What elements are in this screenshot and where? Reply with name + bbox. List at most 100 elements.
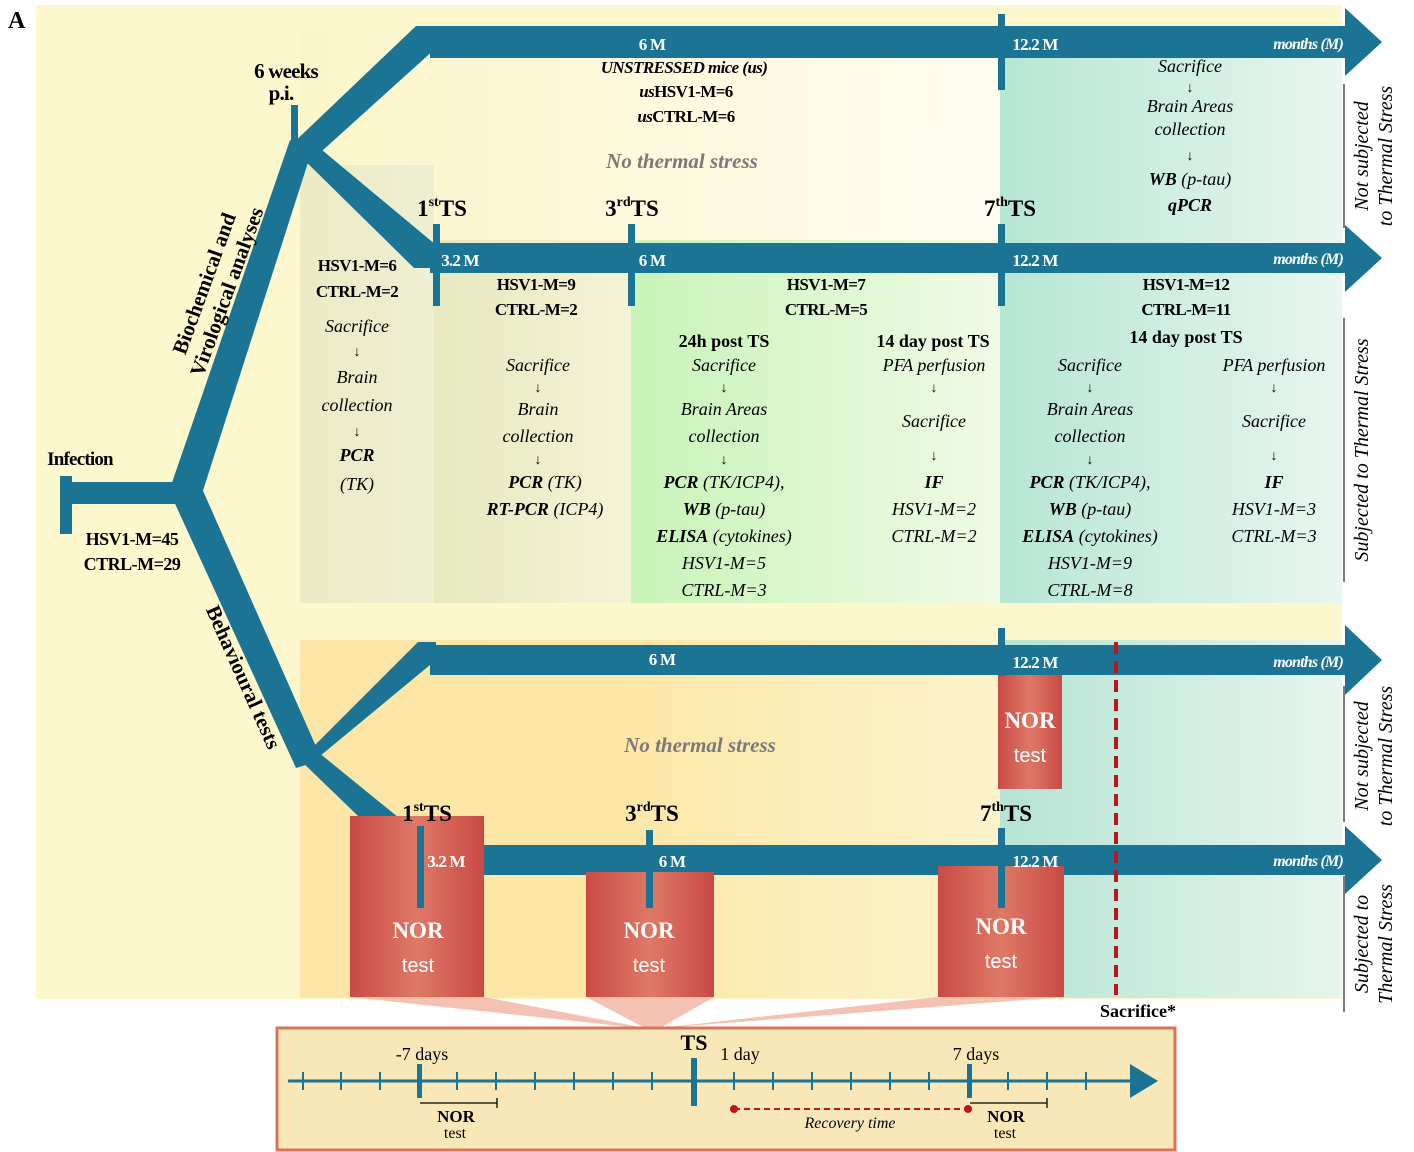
col3-arrow1: ↓ (721, 381, 728, 396)
col3-nh2: HSV1-M=2 (891, 499, 976, 519)
col3-nc: CTRL-M=3 (681, 580, 766, 600)
unstressed-ctrl: usCTRL-M=6 (637, 107, 734, 126)
tick-4-122 (998, 828, 1005, 908)
col4-text: HSV1-M=12 CTRL-M=11 14 day post TS Sacri… (1021, 275, 1325, 600)
axis-4-6m: 6 M (659, 852, 686, 871)
arrow-line2 (430, 225, 1382, 292)
side-not1-l1: Not subjected (1351, 100, 1373, 211)
top-right-procedure: Sacrifice ↓ Brain Areas collection ↓ WB … (1147, 56, 1234, 215)
inset-1day: 1 day (720, 1044, 760, 1064)
side-sub1: Subjected to Thermal Stress (1351, 338, 1373, 561)
arrow-line4 (410, 826, 1382, 894)
col1-collection: collection (322, 395, 393, 415)
tr-arrow2: ↓ (1187, 149, 1194, 164)
inset-nor1: NOR (437, 1107, 476, 1126)
col3-pcr: PCR (TK/ICP4), (662, 472, 784, 493)
sixweeks-tick (291, 105, 298, 147)
col4-bg (1000, 240, 1342, 603)
nor-1-n: NOR (392, 918, 444, 943)
ts-labels: 1stTS 3rdTS 7thTS 1stTS 3rdTS 7thTS (402, 195, 1036, 826)
infection-bar (60, 482, 190, 504)
timeline-branches (60, 8, 1382, 894)
branch-top (288, 26, 436, 160)
col3-arrow2: ↓ (721, 453, 728, 468)
col2-rtpcr: RT-PCR (ICP4) (486, 499, 604, 520)
top-teal-bg (1000, 30, 1342, 260)
col1-ctrl: CTRL-M=2 (316, 282, 398, 301)
tr-wb: WB (p-tau) (1149, 169, 1232, 190)
col4-if: IF (1263, 472, 1283, 492)
nor-u-t: test (1014, 745, 1047, 767)
nor-labels: NOR test NOR test NOR test NOR test (392, 708, 1056, 977)
col2-hsv: HSV1-M=9 (497, 275, 576, 294)
col4-pcr: PCR (TK/ICP4), (1028, 472, 1150, 493)
recovery-end-dot (964, 1105, 972, 1113)
arrow-line1 (430, 8, 1382, 76)
col3-arrow3: ↓ (931, 381, 938, 396)
inset-nor2: NOR (987, 1107, 1026, 1126)
tick-4-32 (417, 826, 424, 908)
col2-arrow1: ↓ (535, 381, 542, 396)
inset-minus7: -7 days (396, 1044, 449, 1064)
nor-block-unstressed (998, 675, 1062, 789)
nor-blocks (350, 672, 1064, 1028)
inset-ticks (302, 1072, 1087, 1090)
col3-sac: Sacrifice (692, 355, 756, 375)
tick-top-122 (998, 14, 1005, 90)
col1-sac: Sacrifice (325, 316, 389, 336)
ts-first-bottom: 1stTS (402, 800, 452, 826)
col1-text: HSV1-M=6 CTRL-M=2 Sacrifice ↓ Brain coll… (316, 256, 399, 495)
col4-nc: CTRL-M=8 (1047, 580, 1132, 600)
col3-elisa: ELISA (cytokines) (655, 526, 791, 547)
nor-7-n: NOR (975, 914, 1027, 939)
infection-tick (60, 476, 72, 534)
col3-arrow4: ↓ (931, 449, 938, 464)
nor-brackets (420, 1098, 1048, 1108)
col4-nc2: CTRL-M=3 (1231, 526, 1316, 546)
col4-arrow3: ↓ (1271, 381, 1278, 396)
col1-pcr: PCR (338, 445, 374, 465)
col3-nh: HSV1-M=5 (681, 553, 766, 573)
col4-sac: Sacrifice (1058, 355, 1122, 375)
col4-elisa: ELISA (cytokines) (1021, 526, 1157, 547)
nor-3-n: NOR (623, 918, 675, 943)
inset-recovery: Recovery time (803, 1115, 895, 1132)
nor-7-t: test (985, 951, 1018, 973)
inset-tick-ts (691, 1058, 697, 1106)
col1-arrow1: ↓ (354, 345, 361, 360)
col2-bg (434, 240, 631, 603)
inset-axis-arrow (1130, 1064, 1158, 1098)
axis-2-6m: 6 M (639, 251, 666, 270)
six-weeks-l1: 6 weeks (254, 59, 318, 83)
axis-2-32m: 3.2 M (441, 251, 479, 270)
col3-pfa: PFA perfusion (882, 355, 986, 375)
axis-2-122m: 12.2 M (1012, 251, 1058, 270)
col4-arrow4: ↓ (1271, 449, 1278, 464)
inset-7days: 7 days (953, 1044, 1000, 1064)
six-weeks-l2: p.i. (269, 81, 294, 105)
axis-4-122m: 12.2 M (1012, 852, 1058, 871)
side-sub2-l1: Subjected to (1351, 895, 1373, 993)
tr-brain-areas: Brain Areas (1147, 96, 1234, 116)
col3-bg (631, 240, 1000, 603)
tick-4-6 (646, 830, 653, 908)
panel-letter: A (8, 8, 26, 34)
no-stress-bottom: No thermal stress (623, 733, 776, 757)
tick-3-122 (998, 628, 1005, 673)
ts-seventh-top: 7thTS (984, 195, 1036, 221)
col4-ba1: Brain Areas (1047, 399, 1134, 419)
axis-top-months: months (M) (1273, 36, 1343, 53)
col4-nh: HSV1-M=9 (1047, 553, 1132, 573)
inset-ts: TS (681, 1030, 708, 1055)
axis-3-122m: 12.2 M (1012, 653, 1058, 672)
branch-unstressed-bottom (298, 642, 436, 762)
nor-3-t: test (633, 955, 666, 977)
axis-3-months: months (M) (1273, 654, 1343, 671)
inset-text: TS -7 days 1 day 7 days Recovery time NO… (396, 1030, 1026, 1142)
col3-text: HSV1-M=7 CTRL-M=5 24h post TS Sacrifice … (655, 275, 989, 600)
axis-top-122m: 12.2 M (1012, 35, 1058, 54)
nor-1-t: test (402, 955, 435, 977)
tr-qpcr: qPCR (1168, 195, 1212, 215)
tick-2-6 (628, 224, 635, 306)
tick-2-122 (998, 224, 1005, 306)
